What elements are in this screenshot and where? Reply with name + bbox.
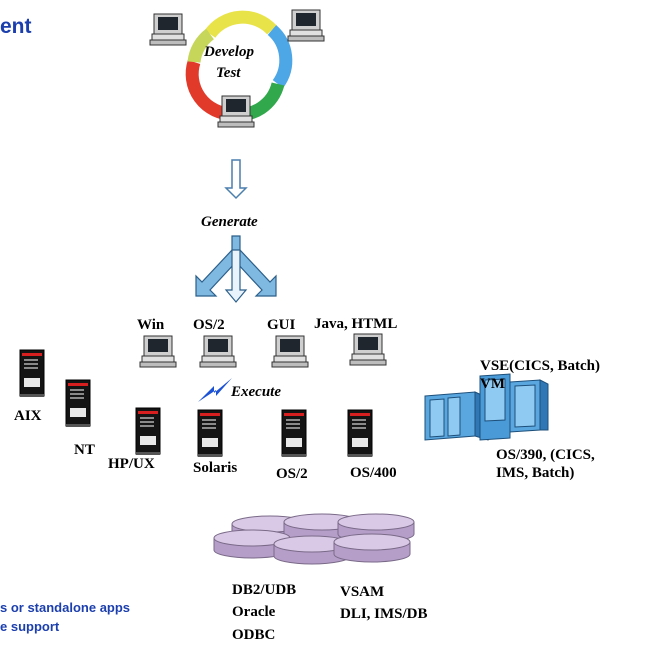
database-disks-icon bbox=[213, 513, 415, 565]
mainframe-icon bbox=[424, 373, 549, 441]
footer-line-2: e support bbox=[0, 619, 60, 634]
tower-server-icon bbox=[65, 379, 91, 428]
db-label-db2udb: DB2/UDB bbox=[232, 582, 297, 598]
server-label-os2: OS/2 bbox=[276, 466, 308, 482]
execute-label: Execute bbox=[231, 384, 281, 400]
server-label-solaris: Solaris bbox=[193, 460, 238, 476]
lightning-icon bbox=[198, 378, 232, 402]
generate-label: Generate bbox=[201, 214, 258, 230]
down-arrow-icon bbox=[224, 159, 248, 200]
server-label-hpux: HP/UX bbox=[108, 456, 155, 472]
footer-line-1: s or standalone apps bbox=[0, 600, 131, 615]
desktop-pc-icon bbox=[287, 9, 325, 42]
tower-server-icon bbox=[197, 409, 223, 458]
page-title: ent bbox=[0, 15, 32, 38]
tower-server-icon bbox=[281, 409, 307, 458]
mainframe-label-ims-batch: IMS, Batch) bbox=[496, 465, 575, 481]
db-label-odbc: ODBC bbox=[232, 627, 276, 643]
server-label-aix: AIX bbox=[14, 408, 42, 424]
desktop-pc-icon bbox=[139, 335, 177, 368]
tower-server-icon bbox=[347, 409, 373, 458]
client-label-win: Win bbox=[137, 317, 165, 333]
client-label-os2: OS/2 bbox=[193, 317, 225, 333]
client-label-gui: GUI bbox=[267, 317, 296, 333]
server-label-os400: OS/400 bbox=[350, 465, 397, 481]
mainframe-label-vm: VM bbox=[480, 376, 505, 392]
desktop-pc-icon bbox=[149, 13, 187, 46]
server-label-nt: NT bbox=[74, 442, 95, 458]
db-label-dli-imsdb: DLI, IMS/DB bbox=[340, 606, 428, 622]
cycle-develop-label: Develop bbox=[204, 44, 254, 60]
mainframe-label-os390: OS/390, (CICS, bbox=[496, 447, 595, 463]
desktop-pc-icon bbox=[199, 335, 237, 368]
desktop-pc-icon bbox=[271, 335, 309, 368]
mainframe-label-vse: VSE(CICS, Batch) bbox=[480, 358, 601, 374]
branch-arrows-icon bbox=[195, 235, 277, 303]
cycle-test-label: Test bbox=[216, 65, 241, 81]
desktop-pc-icon bbox=[217, 95, 255, 128]
desktop-pc-icon bbox=[349, 333, 387, 366]
tower-server-icon bbox=[19, 349, 45, 398]
db-label-oracle: Oracle bbox=[232, 604, 276, 620]
db-label-vsam: VSAM bbox=[340, 584, 385, 600]
client-label-java-html: Java, HTML bbox=[314, 316, 398, 332]
tower-server-icon bbox=[135, 407, 161, 456]
